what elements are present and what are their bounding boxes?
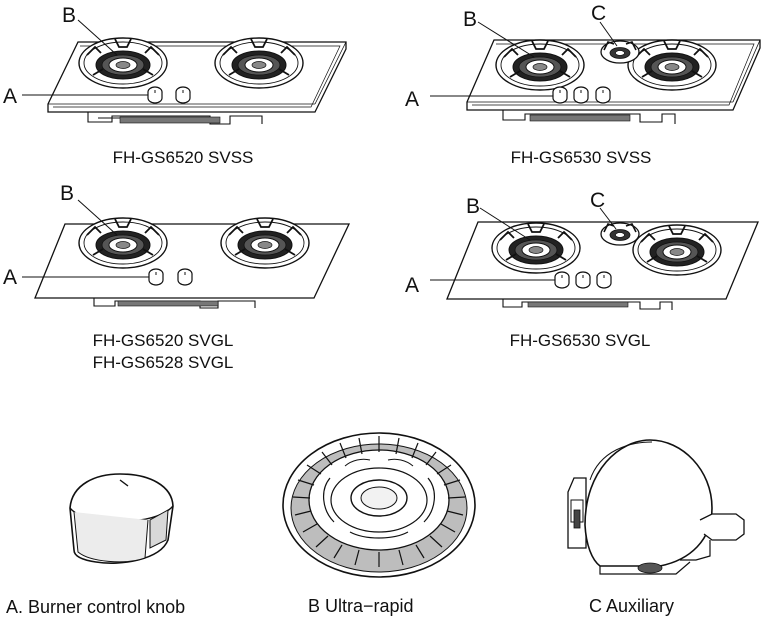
hob-2-callout-a: A [405,88,420,111]
hob-2-drawing [430,21,761,124]
auxiliary-burner-illustration [567,439,745,575]
hob-2-callout-b: B [463,8,478,31]
hob-1-callout-b: B [62,4,77,27]
hob-3-model-caption: FH-GS6520 SVGL FH-GS6528 SVGL [92,331,234,372]
hob-4-callout-c: C [590,189,606,212]
part-a-caption: A. Burner control knob [6,597,186,617]
hob-3-callout-b: B [60,182,75,205]
hob-4-drawing [430,207,759,310]
hob-1-drawing [22,19,347,125]
hob-4-callout-a: A [405,274,420,297]
hob-2-model-caption: FH-GS6530 SVSS [510,148,652,167]
hob-2-callout-c: C [591,2,607,25]
hob-1-callout-a: A [3,85,18,108]
hob-3-callout-a: A [3,266,18,289]
part-b-caption: B Ultra−rapid [308,596,414,616]
ultra-rapid-burner-illustration [282,432,476,578]
hob-4-model-caption: FH-GS6530 SVGL [509,331,651,350]
hob-4-callout-b: B [466,195,481,218]
hob-3-drawing [22,199,351,309]
part-c-caption: C Auxiliary [589,596,675,616]
knob-illustration [69,473,174,564]
hob-1-model-caption: FH-GS6520 SVSS [112,148,254,167]
